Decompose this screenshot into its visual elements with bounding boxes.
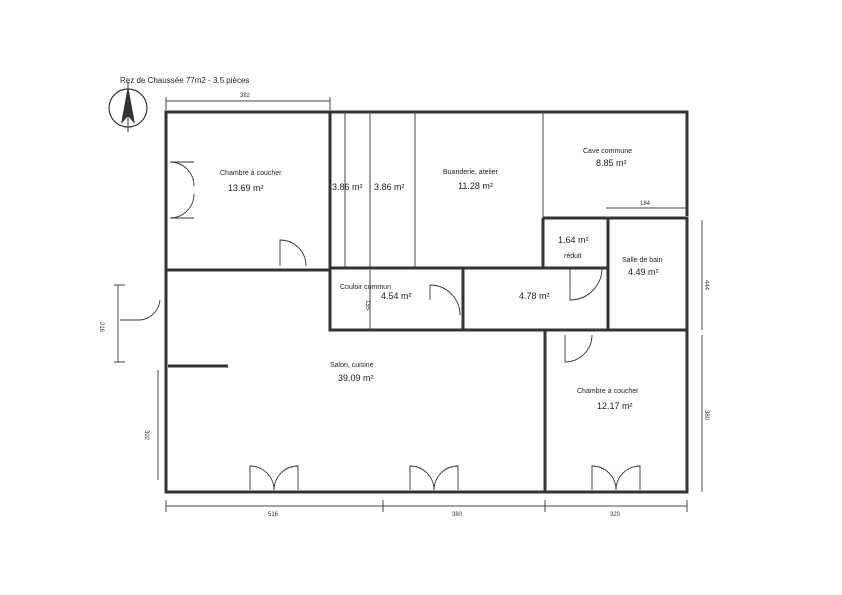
room-cave-area: 8.85 m² <box>596 158 627 168</box>
room-buanderie-name: Buanderie, atelier <box>443 169 499 176</box>
room-salon-name: Salon, cuisine <box>330 362 374 369</box>
room-chambre2-name: Chambre à coucher <box>577 388 639 395</box>
room-chambre2-area: 12.17 m² <box>597 401 633 411</box>
room-chambre1-name: Chambre à coucher <box>220 170 282 177</box>
room-reduit-name: réduit <box>564 253 582 260</box>
dim-couloir: 185 <box>364 300 370 311</box>
dim-reduit: 184 <box>640 201 651 207</box>
dim-left-lower: 302 <box>143 430 149 441</box>
room-corridor-left-area: 3.86 m² <box>332 182 363 192</box>
dim-top: 382 <box>240 93 251 99</box>
wall-top-right <box>330 110 689 216</box>
room-buanderie-area: 11.28 m² <box>458 181 493 191</box>
room-corridor-mid-area: 3.86 m² <box>374 182 405 192</box>
dim-bottom-mid: 380 <box>452 512 463 518</box>
room-sdb-name: Salle de bain <box>622 257 663 264</box>
room-couloir-area: 4.54 m² <box>381 291 412 301</box>
room-salon-area: 39.09 m² <box>338 373 374 383</box>
wall-salon <box>164 270 547 494</box>
room-sdb-area: 4.49 m² <box>628 267 659 277</box>
north-arrow-icon <box>108 82 148 132</box>
room-couloir-name: Couloir commun <box>340 284 391 291</box>
plan-title: Rez de Chaussée 77m2 - 3.5 pièces <box>120 76 249 85</box>
dim-right-upper: 444 <box>703 280 709 291</box>
room-chambre1-area: 13.69 m² <box>228 183 264 193</box>
dim-left-upper: 216 <box>98 322 104 333</box>
wall-chambre2 <box>545 328 689 494</box>
dim-right-lower: 380 <box>703 410 709 421</box>
room-hall-area: 4.78 m² <box>519 291 550 301</box>
dim-bottom-right: 320 <box>610 512 621 518</box>
room-reduit-area: 1.64 m² <box>558 235 589 245</box>
wall-couloir <box>328 268 465 332</box>
dim-bottom-left: 516 <box>268 512 279 518</box>
room-cave-name: Cave commune <box>583 148 632 155</box>
wall-reduit <box>541 218 608 270</box>
